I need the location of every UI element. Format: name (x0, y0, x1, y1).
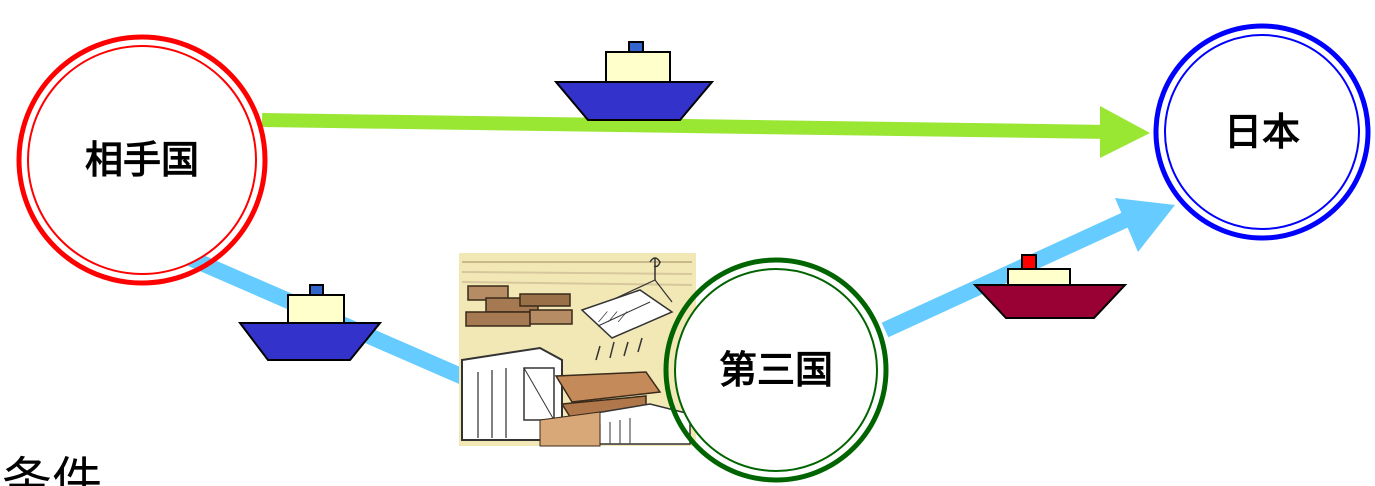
origin-country-node: 相手国 (16, 34, 268, 286)
ship-third-to-japan-route (972, 254, 1128, 319)
origin-country-label: 相手国 (85, 138, 199, 182)
japan-label: 日本 (1224, 110, 1300, 154)
ship-origin-to-third-route (237, 284, 383, 361)
third-country-node: 第三国 (663, 257, 889, 483)
svg-text:⟋⟋⟋: ⟋⟋⟋ (598, 310, 628, 326)
third-country-label: 第三国 (719, 348, 833, 392)
cargo-crates-illustration: ⟋⟋⟋ (459, 253, 696, 447)
ship-direct-route (553, 41, 715, 121)
direct-route-arrow (261, 106, 1150, 158)
route-third-to-japan-arrow (881, 198, 1175, 338)
conditions-heading: 条件 (2, 452, 102, 486)
japan-node: 日本 (1153, 23, 1371, 241)
